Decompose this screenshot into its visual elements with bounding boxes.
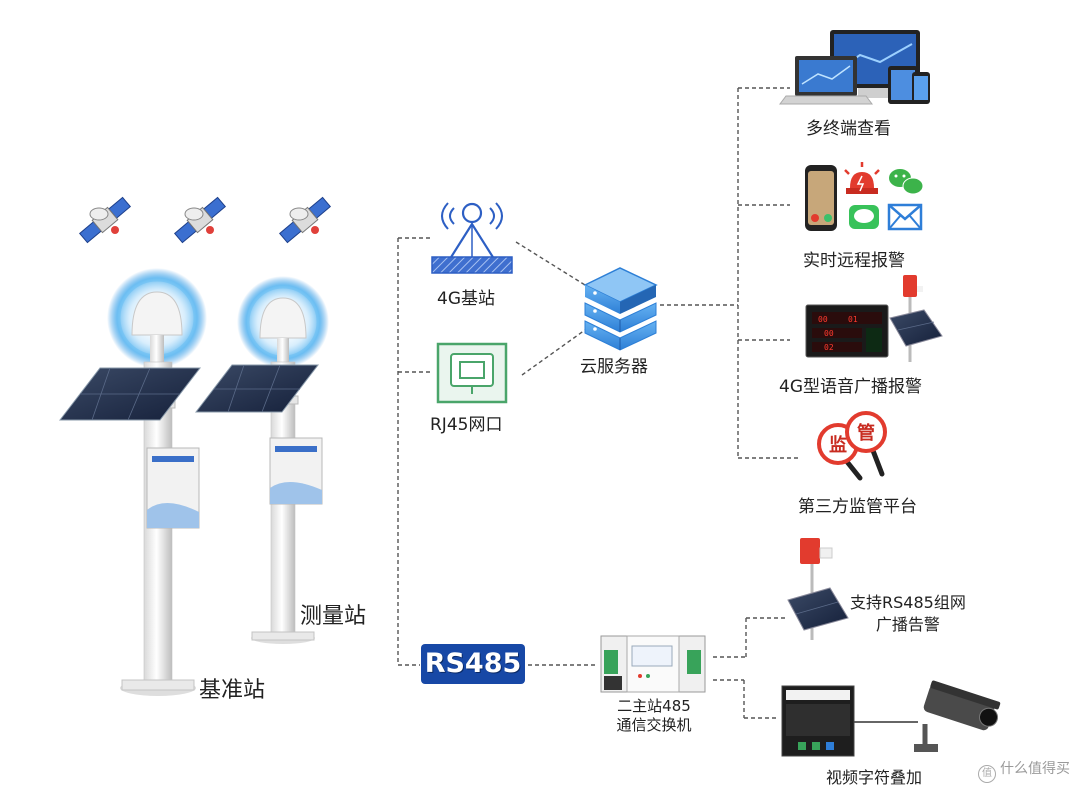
label-remote-alarm: 实时远程报警	[803, 251, 905, 271]
watermark: 值什么值得买	[978, 758, 1070, 783]
rs485-switch-icon	[600, 635, 706, 693]
label-cloud-server: 云服务器	[580, 357, 648, 377]
rs485-badge: RS485	[421, 644, 525, 684]
line-4g-cloud	[515, 241, 586, 286]
video-overlay-box-icon	[781, 685, 855, 757]
cloud-server-icon	[583, 267, 658, 351]
wechat-icon	[889, 169, 924, 195]
watermark-logo-icon: 值	[978, 765, 996, 783]
satellite-icon	[278, 196, 332, 244]
mail-icon	[887, 203, 923, 231]
label-rs485-broadcast-line2: 广播告警	[875, 615, 940, 634]
label-switch-line1: 二主站485	[617, 697, 691, 715]
led-display-icon: 00 01 00 02	[805, 304, 889, 358]
rs485-broadcast-pole-icon	[787, 538, 849, 640]
measure-station-pole	[194, 276, 329, 644]
badge-char-left: 监	[829, 434, 847, 456]
watermark-text: 什么值得买	[1000, 761, 1070, 777]
rj45-port-icon	[436, 342, 508, 404]
display-readout-1: 01	[848, 315, 858, 324]
label-4g-tower: 4G基站	[437, 289, 495, 309]
badge-char-right: 管	[857, 422, 875, 444]
label-rj45: RJ45网口	[430, 415, 503, 435]
multi-terminal-devices-icon	[779, 30, 930, 105]
label-measure-station: 测量站	[300, 604, 367, 629]
solar-alarm-pole-icon	[889, 275, 943, 362]
label-voice-broadcast: 4G型语音广播报警	[779, 377, 922, 397]
line-rj45-cloud	[521, 329, 586, 376]
camera-icon	[914, 680, 1001, 752]
label-rs485-broadcast-line1: 支持RS485组网	[850, 593, 966, 612]
supervision-badge-icon: 监 管	[817, 411, 887, 481]
base-station-pole	[58, 268, 207, 696]
display-readout-0: 00	[818, 315, 828, 324]
sms-icon	[849, 205, 879, 229]
alarm-siren-icon	[844, 162, 880, 194]
display-readout-3: 02	[824, 343, 834, 352]
display-readout-2: 00	[824, 329, 834, 338]
tower-4g-icon	[431, 202, 513, 274]
label-video-overlay: 视频字符叠加	[826, 768, 923, 787]
label-switch: 二主站485 通信交换机	[606, 697, 702, 735]
label-third-party: 第三方监管平台	[798, 497, 917, 517]
label-multi-terminal: 多终端查看	[806, 119, 891, 139]
connector-lines	[397, 87, 800, 719]
satellite-icon	[78, 196, 132, 244]
label-switch-line2: 通信交换机	[616, 716, 692, 734]
remote-alarm-icons	[805, 162, 924, 231]
label-rs485-broadcast: 支持RS485组网 广播告警	[850, 592, 966, 636]
satellite-icon	[173, 196, 227, 244]
label-base-station: 基准站	[199, 678, 266, 703]
